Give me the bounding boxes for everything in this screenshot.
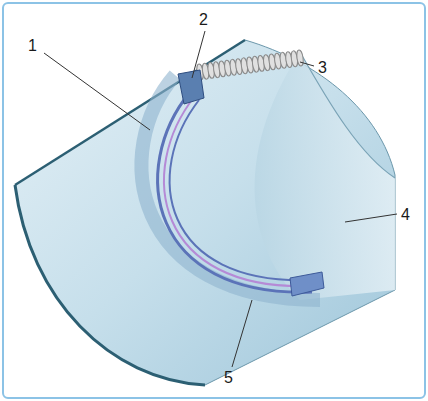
back-rim xyxy=(300,52,395,178)
frame xyxy=(3,3,425,398)
strip-part xyxy=(164,96,312,286)
strip-tab xyxy=(290,272,324,296)
callout-number: 3 xyxy=(318,60,327,76)
coil-spring xyxy=(196,50,304,81)
clip xyxy=(178,70,204,104)
callout-number: 4 xyxy=(401,207,410,223)
callout-number: 2 xyxy=(199,12,208,28)
inner-surface xyxy=(255,52,395,300)
top-edge xyxy=(15,40,245,185)
half-shell xyxy=(15,40,395,385)
callout-number: 5 xyxy=(224,370,233,386)
leader-lines xyxy=(44,31,397,367)
front-wall xyxy=(141,75,320,300)
strip-part xyxy=(170,100,312,280)
strip-part xyxy=(158,92,312,292)
callout-number: 1 xyxy=(28,38,37,54)
